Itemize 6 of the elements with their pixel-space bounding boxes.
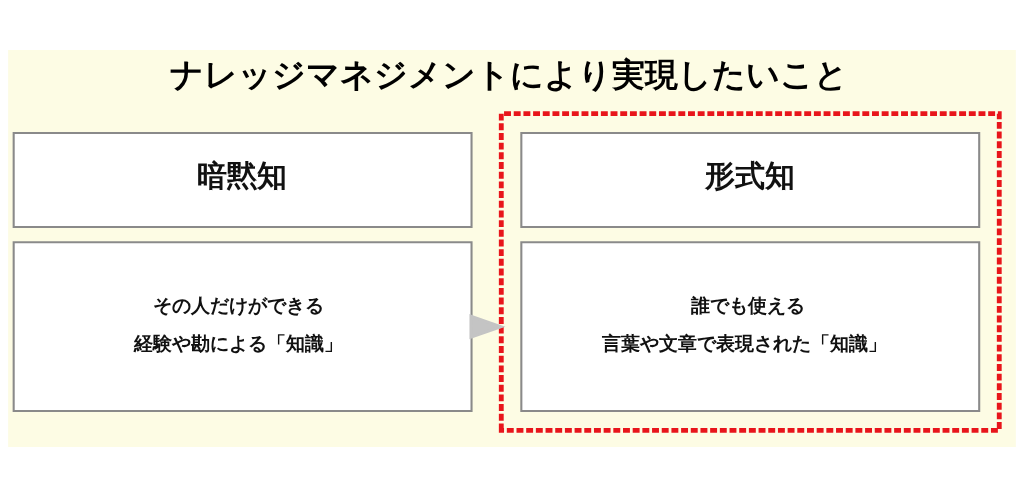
node-box: 誰でも使える 言葉や文章で表現された「知識」 bbox=[520, 240, 981, 412]
node-box: 形式知 bbox=[520, 131, 981, 228]
cluster bbox=[498, 110, 1002, 433]
diagram-title: ナレッジマネジメントにより実現したいこと bbox=[170, 54, 849, 94]
node-box: 暗黙知 bbox=[12, 131, 473, 228]
node-box: その人だけができる 経験や勘による「知識」 bbox=[12, 240, 473, 412]
